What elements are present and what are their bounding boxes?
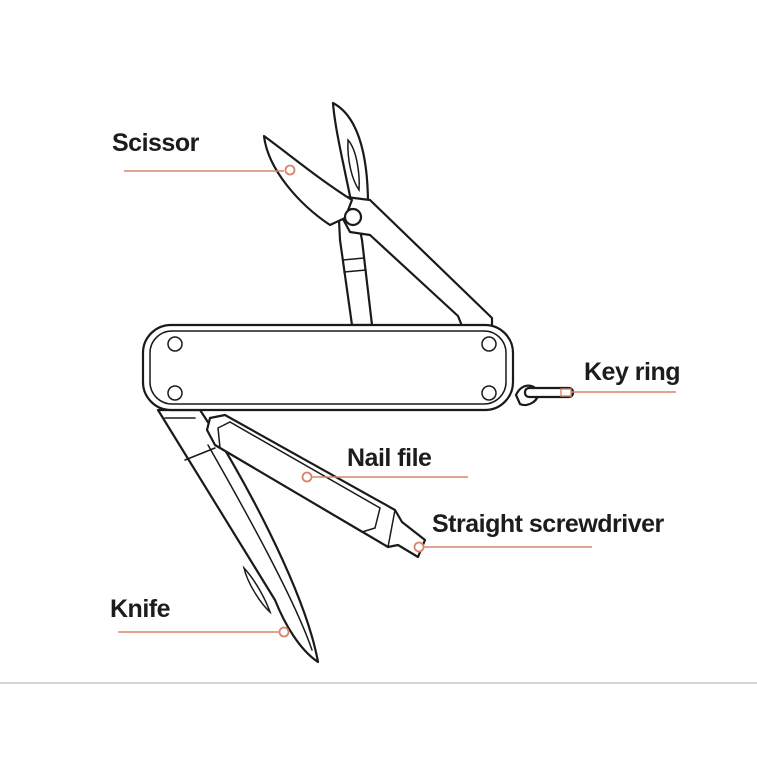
divider bbox=[0, 682, 757, 684]
knife-marker-icon bbox=[278, 626, 290, 638]
scissor-part bbox=[262, 101, 494, 328]
knife-body bbox=[141, 323, 515, 412]
label-scissor: Scissor bbox=[112, 129, 200, 157]
label-knife: Knife bbox=[110, 595, 171, 623]
scissor-marker-icon bbox=[284, 164, 296, 176]
label-nail-file: Nail file bbox=[347, 444, 432, 472]
screwdriver-marker-icon bbox=[413, 541, 425, 553]
key-ring-callout: Key ring bbox=[571, 358, 681, 393]
knife-callout: Knife bbox=[110, 595, 290, 638]
label-key-ring: Key ring bbox=[584, 358, 680, 386]
nail-file-marker-icon bbox=[301, 471, 313, 483]
screwdriver-callout: Straight screwdriver bbox=[413, 510, 665, 553]
key-ring-part bbox=[514, 384, 575, 407]
nail-file-callout: Nail file bbox=[301, 444, 468, 483]
nail-file-part bbox=[205, 413, 427, 559]
label-straight-screwdriver: Straight screwdriver bbox=[432, 510, 665, 538]
scissor-callout: Scissor bbox=[112, 129, 296, 176]
